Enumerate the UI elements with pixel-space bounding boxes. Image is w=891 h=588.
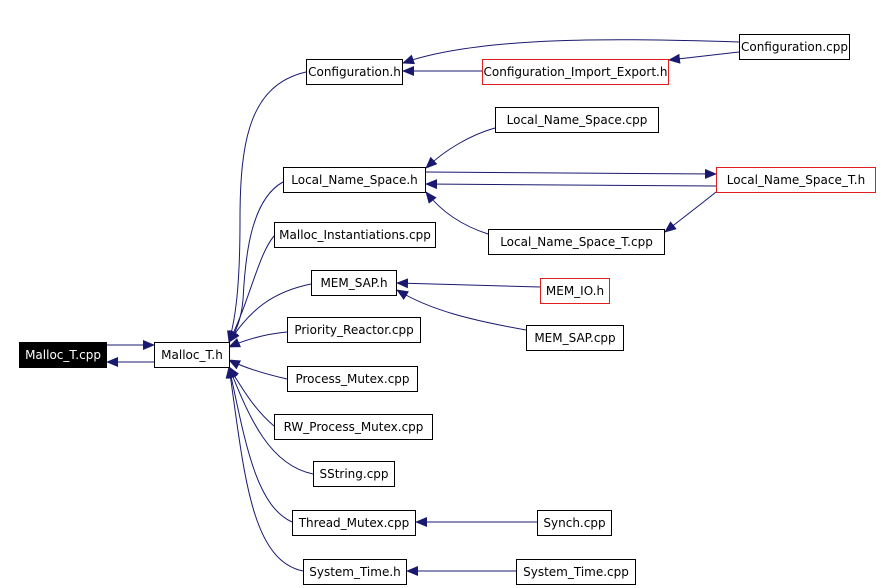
node-local-name-space-h[interactable]: Local_Name_Space.h [283, 167, 426, 193]
node-configuration-h[interactable]: Configuration.h [306, 59, 403, 85]
edge-mem-io-to-mem-sap-h [396, 278, 541, 289]
edge-malloc-instantiations [228, 235, 275, 343]
node-configuration-cpp[interactable]: Configuration.cpp [739, 34, 850, 60]
node-synch-cpp[interactable]: Synch.cpp [537, 510, 612, 536]
edge-mem-sap-cpp-to-mem-sap-h [396, 289, 527, 331]
node-malloc-t-h[interactable]: Malloc_T.h [154, 342, 230, 368]
node-system-time-h[interactable]: System_Time.h [303, 559, 407, 585]
node-system-time-cpp[interactable]: System_Time.cpp [516, 559, 636, 585]
edge-lns-h-to-lns-t-h [425, 168, 717, 179]
edge-priority-reactor [228, 331, 288, 348]
node-priority-reactor-cpp[interactable]: Priority_Reactor.cpp [287, 317, 421, 343]
node-malloc-instantiations-cpp[interactable]: Malloc_Instantiations.cpp [274, 222, 436, 248]
edge-config-cpp-to-config-h [402, 39, 740, 65]
node-local-name-space-cpp[interactable]: Local_Name_Space.cpp [495, 107, 659, 133]
node-local-name-space-t-h[interactable]: Local_Name_Space_T.h [716, 167, 876, 193]
edge-system-time-h [225, 366, 304, 572]
edge-lns-cpp-to-lns-h [425, 127, 496, 169]
edge-lns-t-h-to-lns-h [425, 179, 717, 190]
node-mem-io-h[interactable]: MEM_IO.h [540, 278, 610, 304]
node-local-name-space-t-cpp[interactable]: Local_Name_Space_T.cpp [488, 229, 665, 255]
node-mem-sap-h[interactable]: MEM_SAP.h [311, 270, 397, 296]
node-thread-mutex-cpp[interactable]: Thread_Mutex.cpp [292, 510, 416, 536]
edge-lns-t-h-to-lns-t-cpp [664, 191, 717, 233]
edge-config-cpp-to-import [668, 51, 740, 64]
node-rw-process-mutex-cpp[interactable]: RW_Process_Mutex.cpp [274, 414, 433, 440]
edge-lns-t-cpp-to-lns-h [425, 191, 489, 235]
node-process-mutex-cpp[interactable]: Process_Mutex.cpp [287, 366, 418, 392]
node-configuration-import-export-h[interactable]: Configuration_Import_Export.h [482, 59, 669, 85]
edge-process-mutex [228, 359, 288, 380]
node-malloc-t-cpp[interactable]: Malloc_T.cpp [19, 342, 107, 368]
edge-configuration-h [227, 71, 307, 343]
edge-sstring [228, 366, 314, 475]
node-sstring-cpp[interactable]: SString.cpp [313, 461, 395, 487]
edge-mem-sap-h [228, 283, 312, 343]
node-mem-sap-cpp[interactable]: MEM_SAP.cpp [526, 325, 624, 351]
edge-thread-mutex [226, 366, 293, 523]
edge-local-name-space-h [228, 181, 284, 343]
